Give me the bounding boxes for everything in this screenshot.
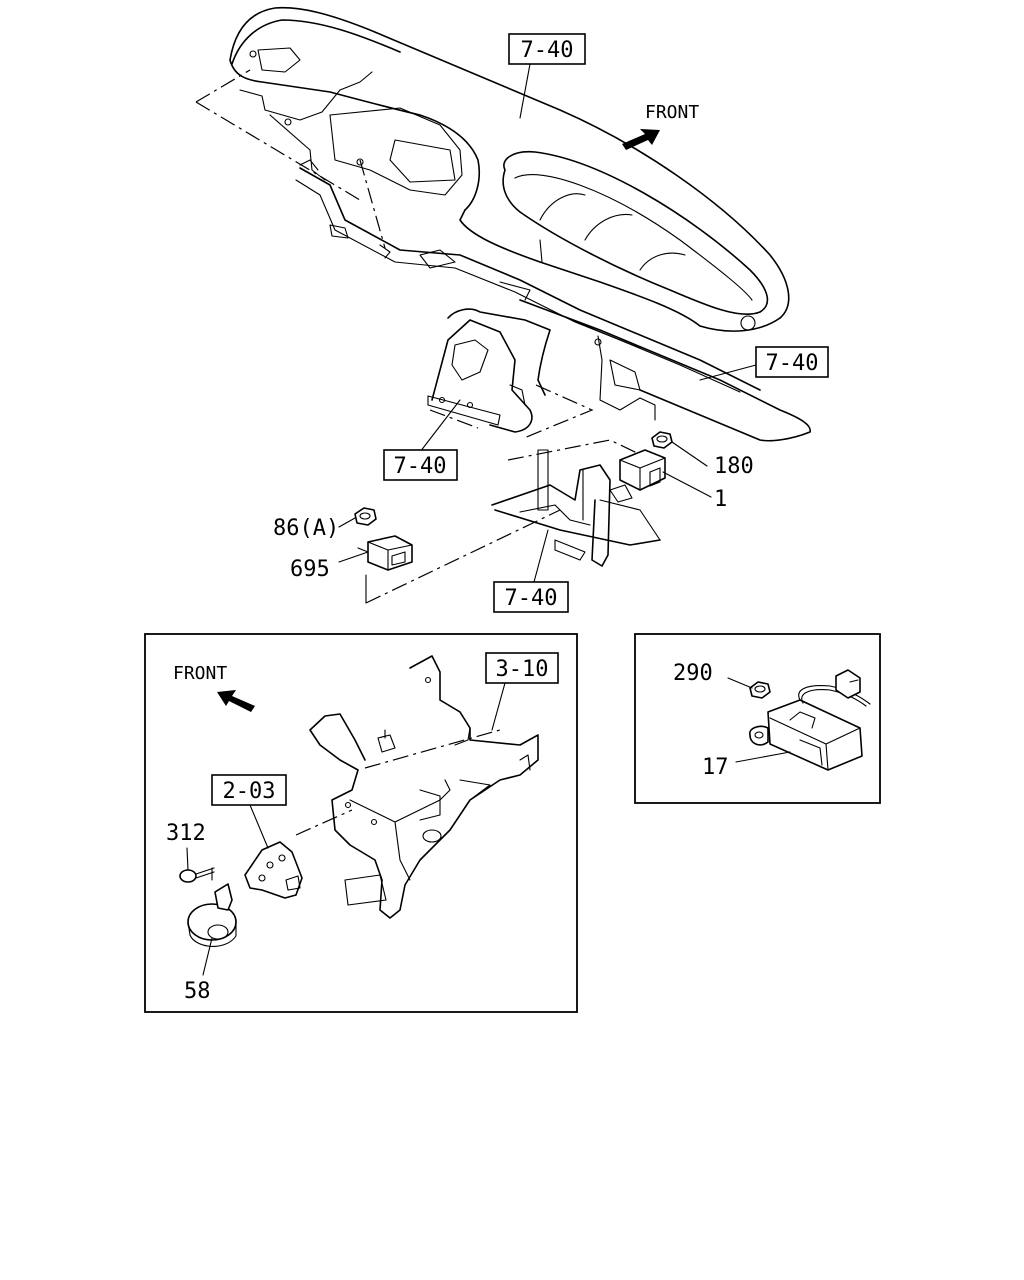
- ref-box-top: 7-40: [508, 33, 586, 65]
- part-number-290: 290: [673, 661, 713, 686]
- inset-front-label: FRONT: [173, 663, 227, 684]
- center-bracket-drawing: [427, 308, 551, 433]
- ref-box-bottom-label: 7-40: [505, 586, 558, 611]
- ref-box-left: 7-40: [383, 449, 458, 481]
- front-label: FRONT: [645, 102, 699, 123]
- cross-car-beam-drawing: [519, 299, 811, 442]
- horn-plate-drawing: [244, 841, 303, 899]
- horn-58-part: [187, 883, 237, 947]
- inset-sensor-panel: [634, 633, 881, 804]
- ref-box-right-label: 7-40: [766, 351, 819, 376]
- part-number-1: 1: [714, 487, 727, 512]
- nut-180-part: [651, 431, 673, 449]
- ref-box-inset-plate-label: 2-03: [223, 779, 276, 804]
- ref-box-inset-bracket-label: 3-10: [496, 657, 549, 682]
- connector-695-part: [357, 535, 413, 571]
- relay-module-part: [619, 449, 666, 491]
- front-arrow-icon: [622, 129, 660, 150]
- lower-bracket-drawing: [491, 449, 661, 567]
- ref-box-top-label: 7-40: [521, 38, 574, 63]
- ref-box-bottom: 7-40: [493, 581, 569, 613]
- screw-312-part: [179, 867, 215, 883]
- sensor-module-17-part: [749, 669, 871, 771]
- ref-box-inset-bracket: 3-10: [485, 652, 559, 684]
- nut-86a-part: [354, 507, 377, 526]
- nut-290-part: [749, 681, 771, 699]
- part-number-312: 312: [166, 821, 206, 846]
- part-number-58: 58: [184, 979, 211, 1004]
- part-number-86a: 86(A): [273, 516, 339, 541]
- front-arrow-icon: [217, 690, 255, 712]
- part-number-17: 17: [702, 755, 729, 780]
- ref-box-inset-plate: 2-03: [211, 774, 287, 806]
- part-number-180: 180: [714, 454, 754, 479]
- ref-box-left-label: 7-40: [394, 454, 447, 479]
- ref-box-right: 7-40: [755, 346, 829, 378]
- support-bracket-drawing: [309, 655, 539, 919]
- inset-horn-panel: [144, 633, 578, 1013]
- part-number-695: 695: [290, 557, 330, 582]
- instrument-panel-drawing: [229, 6, 790, 391]
